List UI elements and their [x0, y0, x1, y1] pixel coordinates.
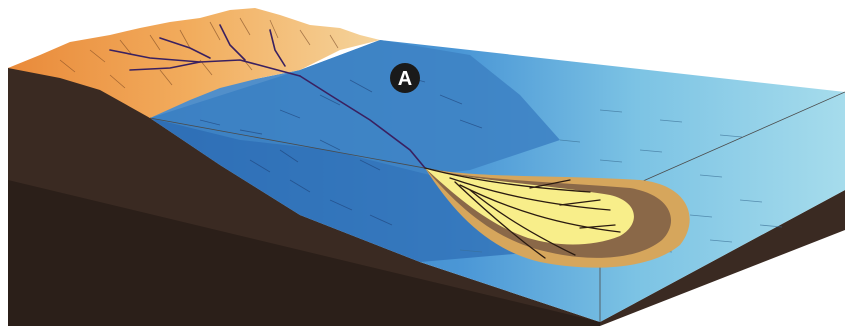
- marker-a: A: [390, 63, 420, 93]
- marker-a-label: A: [398, 68, 412, 90]
